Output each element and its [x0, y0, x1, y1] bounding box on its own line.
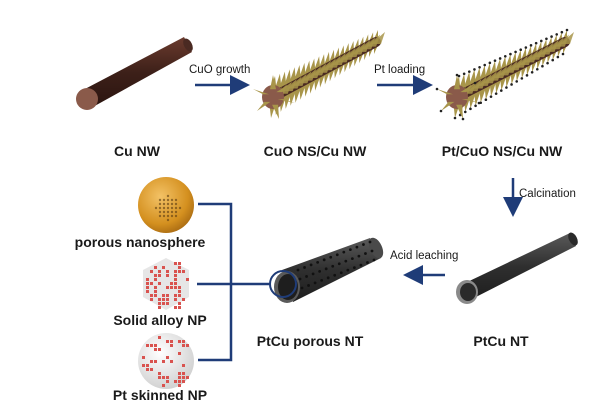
solid-alloy-particle	[143, 258, 189, 310]
pt-dot	[500, 89, 503, 92]
label-cuo-ns-cu-nw: CuO NS/Cu NW	[264, 143, 367, 159]
label-porous-nanosphere: porous nanosphere	[75, 234, 206, 250]
pt-skinned-particle	[138, 333, 194, 389]
label-ptcu-porous-nt: PtCu porous NT	[257, 333, 364, 349]
pt-dot	[454, 117, 457, 120]
pt-dot	[540, 40, 543, 43]
pt-dot	[468, 70, 471, 73]
pt-dot	[469, 108, 472, 111]
pore	[303, 266, 306, 269]
pore	[305, 275, 308, 278]
pore	[310, 264, 313, 267]
pore	[333, 274, 336, 277]
pt-dot	[499, 57, 502, 60]
pt-dot	[526, 74, 529, 77]
pt-dot	[531, 71, 534, 74]
ptcu-nanotube	[456, 231, 580, 304]
pt-dot	[519, 48, 522, 51]
pore	[314, 282, 317, 285]
pore	[297, 269, 300, 272]
label-pt-cuo-ns-cu-nw: Pt/CuO NS/Cu NW	[442, 143, 563, 159]
pt-dot	[510, 83, 513, 86]
pore	[351, 257, 354, 260]
pt-dot	[463, 73, 466, 76]
pore	[301, 287, 304, 290]
step-calcination: Calcination	[519, 188, 576, 200]
step-cuo-growth: CuO growth	[189, 64, 250, 76]
pore	[344, 260, 347, 263]
pore	[342, 251, 345, 254]
cu-nanowire	[76, 37, 195, 110]
pt-dot	[562, 53, 565, 56]
pore	[356, 246, 359, 249]
pore	[329, 256, 332, 259]
pt-dot	[557, 56, 560, 59]
pt-dot	[478, 66, 481, 69]
pore	[299, 278, 302, 281]
pore	[364, 252, 367, 255]
pore	[371, 250, 374, 253]
pt-dot	[555, 33, 558, 36]
label-solid-alloy-np: Solid alloy NP	[113, 312, 206, 328]
label-ptcu-nt: PtCu NT	[473, 333, 528, 349]
pt-cuo-ns-nanowire	[436, 29, 574, 121]
pore	[327, 276, 330, 279]
pt-dot	[561, 31, 564, 34]
pt-dot	[473, 68, 476, 71]
pt-dot	[495, 92, 498, 95]
pore	[346, 269, 349, 272]
pore	[307, 284, 310, 287]
pt-dot	[541, 65, 544, 68]
pt-dot	[551, 59, 554, 62]
pore	[338, 262, 341, 265]
pore	[360, 264, 363, 267]
pore	[320, 279, 323, 282]
porous-nanosphere-particle	[138, 177, 194, 233]
pt-dot	[536, 68, 539, 71]
pt-dot	[525, 46, 528, 49]
step-pt-loading: Pt loading	[374, 64, 425, 76]
pore	[331, 265, 334, 268]
step-acid-leaching: Acid leaching	[390, 250, 458, 262]
pt-dot	[514, 51, 517, 54]
pore	[316, 261, 319, 264]
pt-dot	[504, 55, 507, 58]
pore	[353, 266, 356, 269]
pt-dot	[530, 44, 533, 47]
label-cu-nw: Cu NW	[114, 143, 160, 159]
pt-dot	[489, 62, 492, 65]
pt-dot	[509, 53, 512, 56]
pt-dot	[474, 105, 477, 108]
pt-dot	[505, 86, 508, 89]
pt-dot	[566, 29, 569, 32]
pore	[369, 241, 372, 244]
pore	[336, 253, 339, 256]
pore	[362, 243, 365, 246]
pore	[373, 259, 376, 262]
pore	[323, 258, 326, 261]
pt-dot	[485, 98, 488, 101]
ptcu-porous-nanotube	[274, 235, 386, 303]
pore	[318, 270, 321, 273]
pt-dot	[550, 35, 553, 38]
pore	[340, 271, 343, 274]
pt-dot	[535, 42, 538, 45]
pt-dot	[464, 111, 467, 114]
pore	[366, 261, 369, 264]
pt-dot	[494, 59, 497, 62]
pore	[358, 255, 361, 258]
cuo-ns-nanowire	[253, 30, 385, 119]
pt-dot	[490, 95, 493, 98]
pt-dot	[546, 62, 549, 65]
pore	[312, 273, 315, 276]
pore	[325, 267, 328, 270]
pt-dot	[483, 64, 486, 67]
pt-dot	[545, 37, 548, 40]
pore	[349, 248, 352, 251]
pt-dot	[521, 77, 524, 80]
pt-dot	[515, 80, 518, 83]
label-pt-skinned-np: Pt skinned NP	[113, 387, 207, 403]
